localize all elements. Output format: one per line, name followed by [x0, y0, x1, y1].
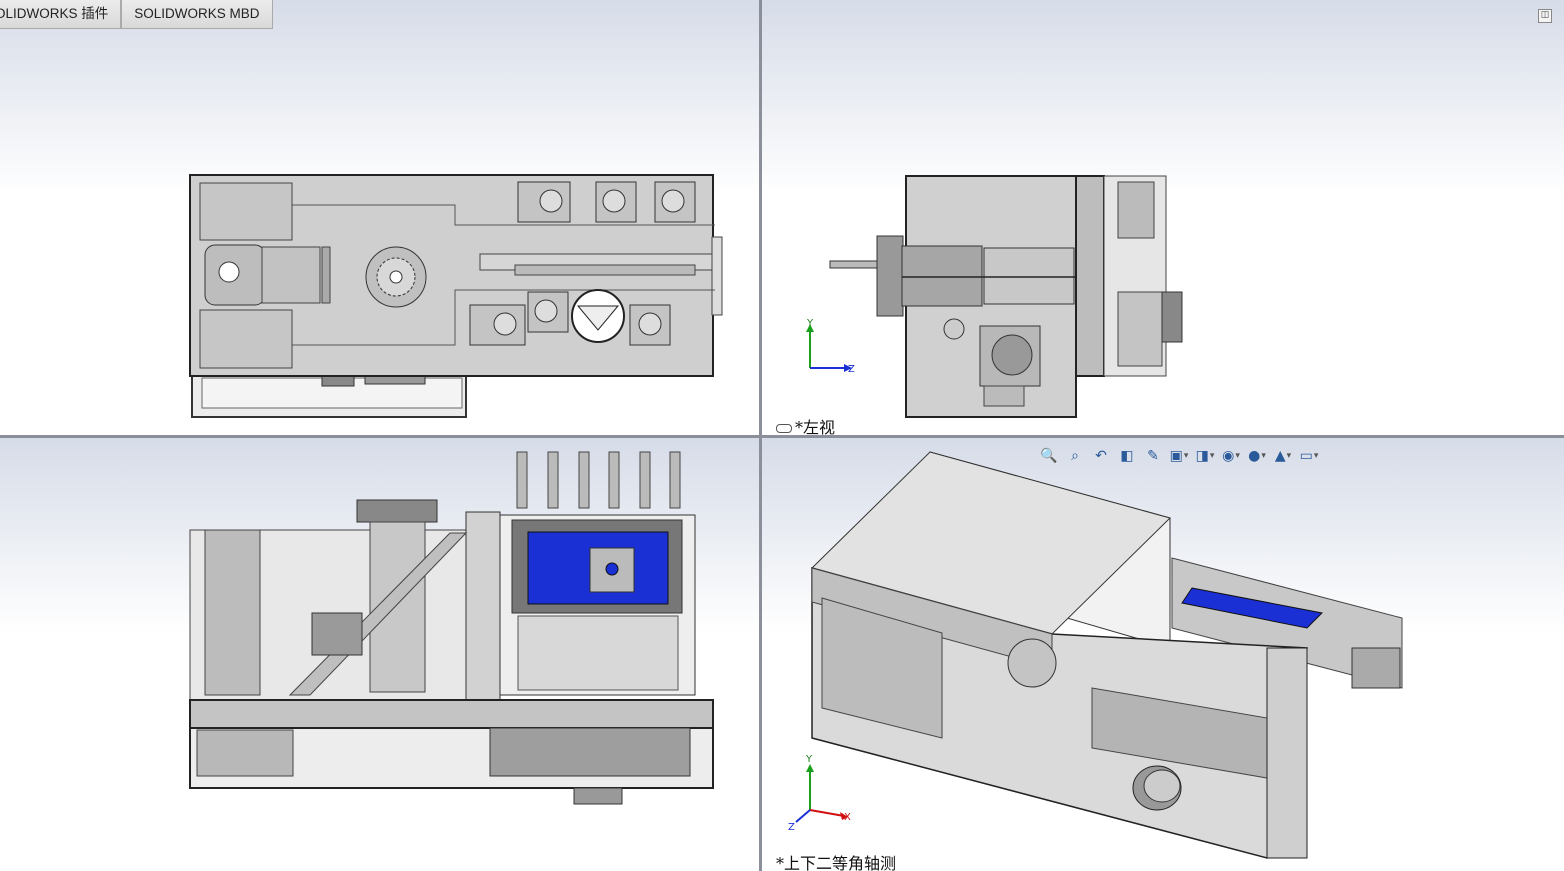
triad-y-label: Y	[806, 318, 814, 329]
tab-solidworks-addins[interactable]: OLIDWORKS 插件	[0, 0, 122, 29]
viewport-left-view[interactable]: Y Z *左视 ◫	[762, 0, 1564, 435]
tab-solidworks-mbd[interactable]: SOLIDWORKS MBD	[121, 0, 273, 29]
view-label-left: *左视	[776, 414, 835, 435]
heads-up-view-toolbar: 🔍 ⌕ ↶ ◧ ✎ ▣ ◨ ◉ ● ▲ ▭	[1038, 446, 1320, 466]
apply-scene-icon[interactable]: ▲	[1272, 446, 1294, 466]
zoom-to-area-icon[interactable]: ⌕	[1071, 448, 1079, 464]
viewport-top-view[interactable]	[0, 0, 759, 435]
viewport-isometric-view[interactable]: Y X Z 🔍 ⌕ ↶ ◧ ✎ ▣ ◨ ◉ ● ▲ ▭ *上下二等角轴测	[762, 438, 1564, 871]
display-style-icon[interactable]: ◨	[1194, 446, 1216, 466]
hide-show-items-icon[interactable]: ◉	[1220, 446, 1242, 466]
zoom-to-fit-icon[interactable]: 🔍	[1040, 448, 1058, 464]
front-view-drawing	[189, 451, 714, 805]
viewport-front-view[interactable]	[0, 438, 759, 871]
triad-iso	[795, 764, 848, 823]
edit-appearance-icon[interactable]: ●	[1246, 446, 1268, 466]
top-view-drawing	[189, 174, 723, 418]
rod-array	[516, 451, 681, 509]
triad-iso-y-label: Y	[805, 754, 813, 765]
previous-view-icon[interactable]: ↶	[1095, 448, 1107, 464]
viewport-maximize-button[interactable]: ◫	[1538, 9, 1552, 23]
view-orientation-icon[interactable]: ▣	[1168, 446, 1190, 466]
triad	[806, 324, 852, 372]
viewport-vertical-splitter[interactable]	[759, 0, 762, 871]
dynamic-annotation-icon[interactable]: ✎	[1147, 448, 1159, 464]
command-manager-tabs: OLIDWORKS 插件 SOLIDWORKS MBD	[0, 0, 273, 29]
left-view-drawing: Y Z	[806, 175, 1183, 418]
triad-z-label: Z	[848, 364, 855, 375]
isometric-view-drawing: Y X Z	[788, 451, 1403, 859]
triad-iso-x-label: X	[844, 812, 851, 823]
section-view-icon[interactable]: ◧	[1120, 448, 1134, 464]
view-settings-icon[interactable]: ▭	[1298, 446, 1320, 466]
viewport-horizontal-splitter[interactable]	[0, 435, 1564, 438]
link-icon	[776, 424, 792, 433]
view-label-isometric: *上下二等角轴测	[776, 854, 897, 871]
triad-iso-z-label: Z	[788, 822, 795, 833]
